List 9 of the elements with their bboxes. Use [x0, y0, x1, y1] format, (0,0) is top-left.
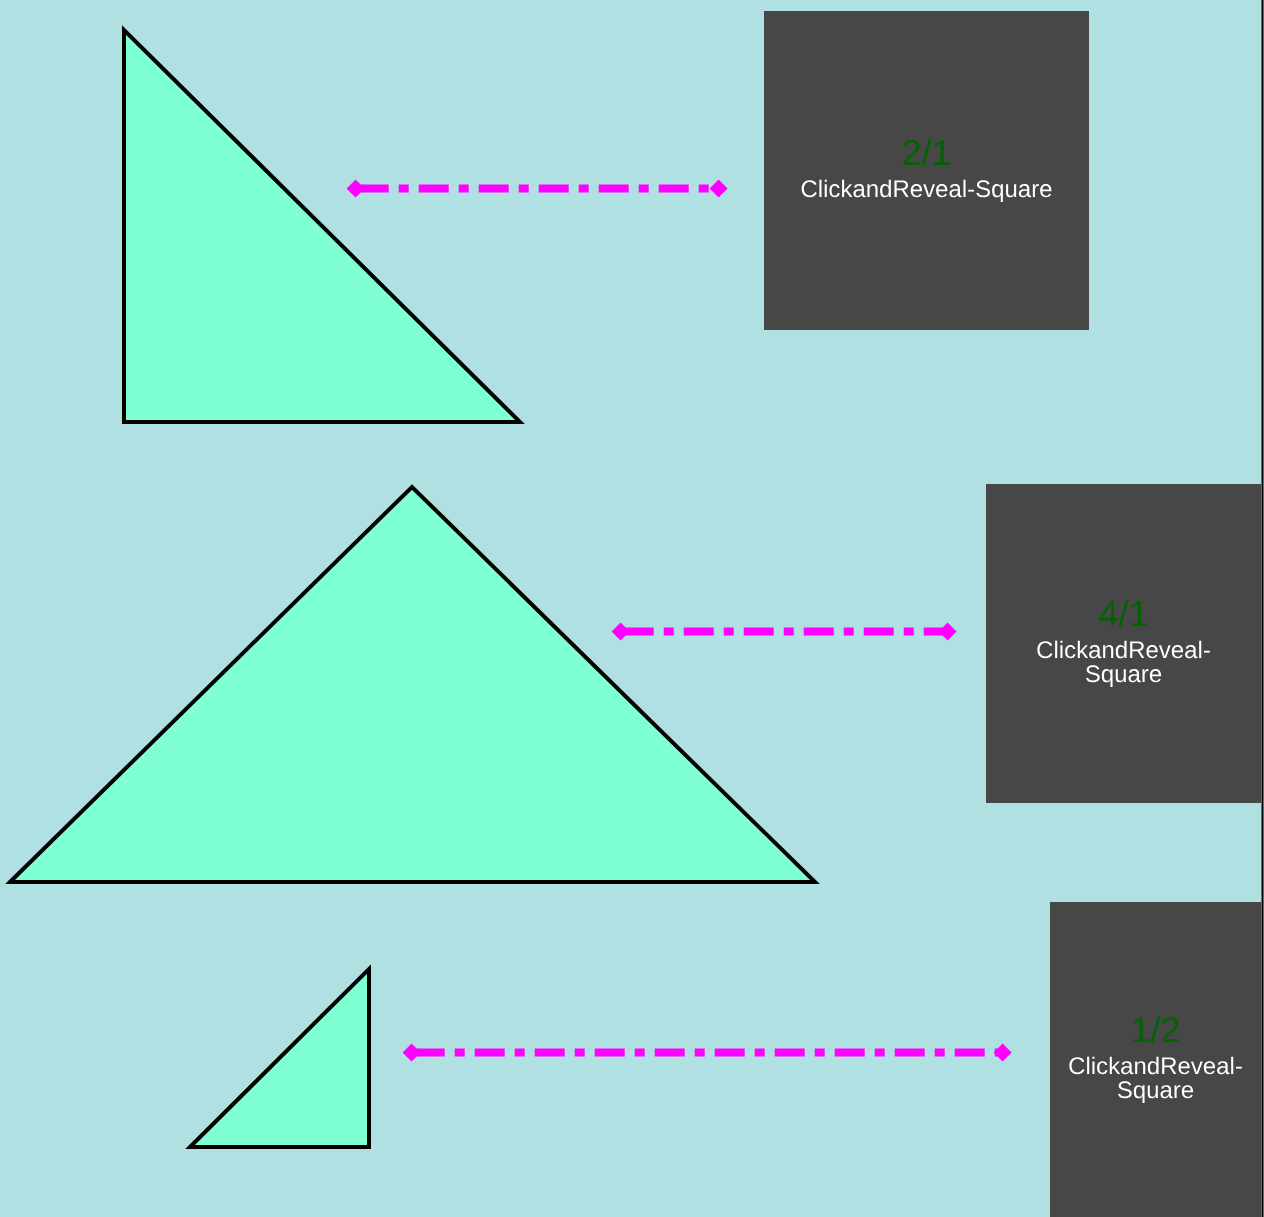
reveal-square [1050, 902, 1261, 1217]
reveal-square [764, 11, 1089, 330]
square-label: ClickandReveal-Square [1037, 640, 1210, 688]
reveal-square [986, 484, 1261, 803]
square-label: ClickandReveal-Square [801, 179, 1052, 203]
fraction-label: 1/2 [1133, 1015, 1179, 1043]
fraction-label: 2/1 [903, 138, 950, 166]
fraction-label: 4/1 [1099, 599, 1147, 627]
square-label: ClickandReveal-Square [1069, 1056, 1242, 1104]
